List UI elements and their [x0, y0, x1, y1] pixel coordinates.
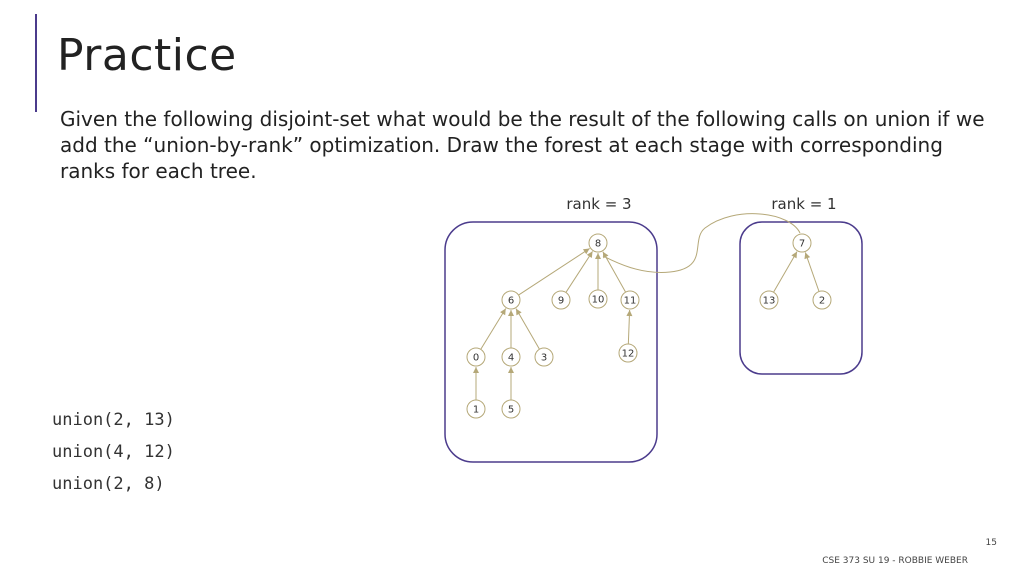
node-6-circle: [501, 290, 521, 310]
node-6: 6: [501, 290, 521, 310]
tree-box-right: [739, 221, 863, 375]
node-8: 8: [588, 233, 608, 253]
node-8-label: 8: [595, 239, 601, 250]
edge-3-to-6: [515, 308, 540, 350]
node-11-circle: [620, 290, 640, 310]
node-10-circle: [588, 289, 608, 309]
footer-text: CSE 373 SU 19 - ROBBIE WEBER: [822, 556, 968, 566]
edge-5-to-4-arrowhead: [508, 367, 514, 373]
rank-label-right: rank = 1: [771, 195, 836, 213]
slide-title: Practice: [57, 30, 237, 81]
node-4-circle: [501, 347, 521, 367]
node-0-circle: [466, 347, 486, 367]
node-3-circle: [534, 347, 554, 367]
problem-statement: Given the following disjoint-set what wo…: [60, 107, 985, 183]
edge-11-to-8: [602, 251, 627, 293]
node-9: 9: [551, 290, 571, 310]
edge-6-to-8: [518, 248, 590, 296]
edge-12-to-11-arrowhead: [626, 309, 633, 317]
node-5-label: 5: [508, 405, 514, 416]
node-13: 13: [759, 290, 779, 310]
node-10-label: 10: [592, 295, 605, 306]
accent-bar: [35, 14, 37, 112]
edge-9-to-8-arrowhead: [586, 251, 593, 259]
node-11-label: 11: [624, 296, 637, 307]
node-11: 11: [620, 290, 640, 310]
edge-1-to-0-arrowhead: [473, 367, 479, 373]
node-12-circle: [618, 343, 638, 363]
edge-13-to-7-arrowhead: [791, 251, 797, 259]
node-7-circle: [792, 233, 812, 253]
union-call-3: union(2, 8): [52, 474, 165, 494]
rank-label-left: rank = 3: [566, 195, 631, 213]
node-8-circle: [588, 233, 608, 253]
node-5-circle: [501, 399, 521, 419]
edge-4-to-6-arrowhead: [508, 310, 514, 316]
node-1-circle: [466, 399, 486, 419]
node-5: 5: [501, 399, 521, 419]
node-3-label: 3: [541, 353, 547, 364]
edge-10-to-8-arrowhead: [595, 253, 601, 259]
node-2-circle: [812, 290, 832, 310]
edge-13-to-7: [773, 251, 798, 293]
page-number: 15: [985, 538, 997, 548]
node-10: 10: [588, 289, 608, 309]
node-0-label: 0: [473, 353, 479, 364]
node-1-label: 1: [473, 405, 479, 416]
node-2: 2: [812, 290, 832, 310]
node-1: 1: [466, 399, 486, 419]
node-4: 4: [501, 347, 521, 367]
edge-0-to-6-arrowhead: [500, 308, 506, 316]
node-9-circle: [551, 290, 571, 310]
node-6-label: 6: [508, 296, 514, 307]
edge-6-to-8-arrowhead: [582, 248, 590, 255]
edge-3-to-6-arrowhead: [516, 308, 522, 316]
node-7-label: 7: [799, 239, 805, 250]
node-12-label: 12: [622, 349, 635, 360]
node-7: 7: [792, 233, 812, 253]
node-0: 0: [466, 347, 486, 367]
cross-edge: [602, 213, 801, 273]
edge-2-to-7-arrowhead: [804, 252, 811, 260]
union-call-2: union(4, 12): [52, 442, 175, 462]
node-2-label: 2: [819, 296, 825, 307]
tree-box-left: [444, 221, 658, 463]
node-3: 3: [534, 347, 554, 367]
edge-11-to-8-arrowhead: [602, 251, 609, 259]
node-12: 12: [618, 343, 638, 363]
node-13-label: 13: [763, 296, 776, 307]
edge-9-to-8: [565, 251, 593, 293]
node-9-label: 9: [558, 296, 564, 307]
edge-0-to-6: [480, 308, 507, 350]
node-4-label: 4: [508, 353, 514, 364]
union-call-1: union(2, 13): [52, 410, 175, 430]
edge-2-to-7: [804, 252, 820, 292]
node-13-circle: [759, 290, 779, 310]
